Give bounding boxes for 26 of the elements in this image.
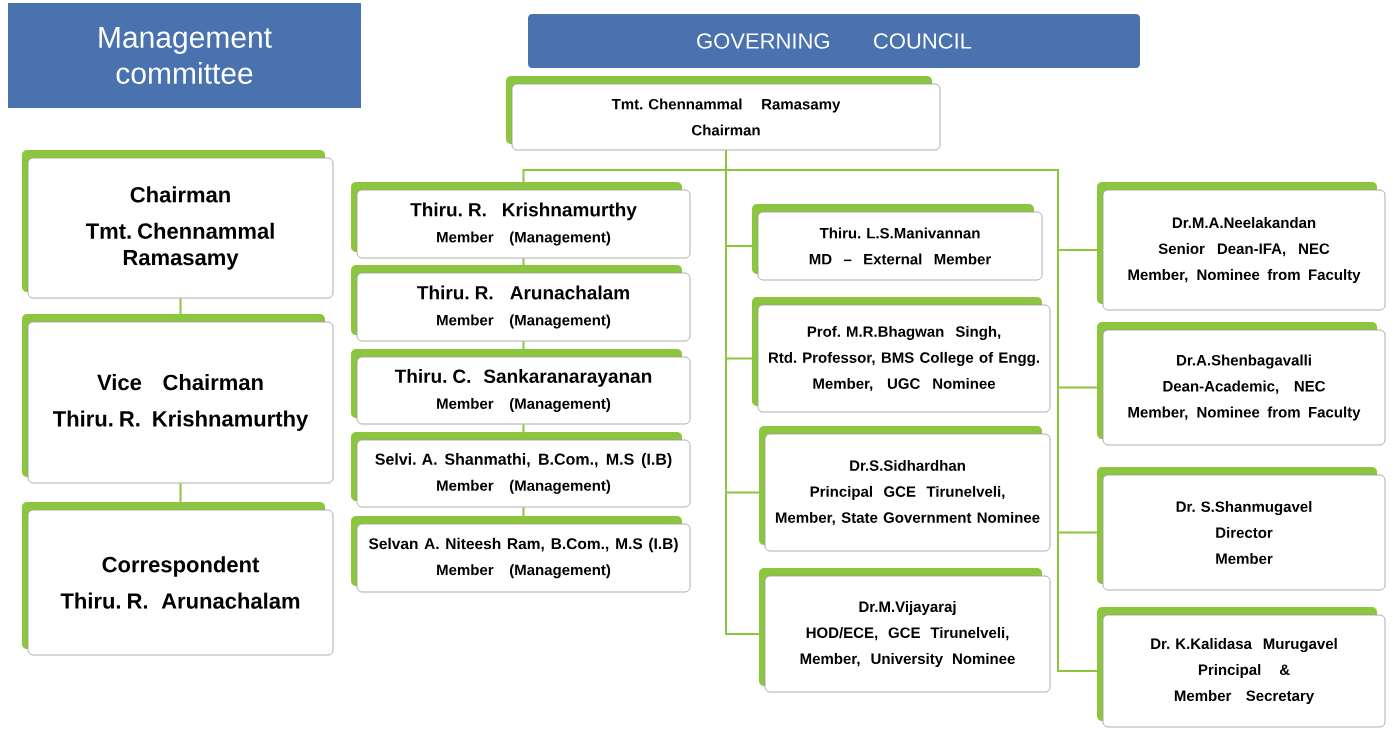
office-box: Chairman Tmt. Chennammal Ramasamy — [22, 150, 334, 299]
member-box: Dr.M.Vijayaraj HOD/ECE, GCE Tirunelveli, Member, University Nominee — [759, 568, 1051, 693]
heading-band: Management committee — [8, 3, 361, 108]
member-box: Thiru. R. Arunachalam Member (Management) — [351, 265, 691, 342]
connector-line — [179, 297, 182, 323]
heading-band: GOVERNING COUNCIL — [528, 14, 1140, 68]
office-box: Vice Chairman Thiru. R. Krishnamurthy — [22, 314, 334, 484]
member-box: Dr.A.Shenbagavalli Dean-Academic, NEC Member, Nominee from Faculty — [1097, 322, 1386, 446]
connector-line — [522, 340, 525, 358]
connector-line — [522, 506, 525, 525]
member-box: Dr.M.A.Neelakandan Senior Dean-IFA, NEC Member, Nominee from Faculty — [1097, 182, 1386, 311]
member-box: Thiru. R. Krishnamurthy Member (Management) — [351, 182, 691, 259]
connector-line — [522, 257, 525, 274]
member-box: Selvan A. Niteesh Ram, B.Com., M.S (I.B) Member (Management) — [351, 516, 691, 593]
member-box: Tmt. Chennammal Ramasamy Chairman — [506, 76, 941, 151]
connector-line — [179, 482, 182, 511]
connector-line — [725, 149, 1104, 672]
member-box: Selvi. A. Shanmathi, B.Com., M.S (I.B) Member (Management) — [351, 432, 691, 508]
member-box: Dr. K.Kalidasa Murugavel Principal & Member Secretary — [1097, 607, 1386, 728]
member-box: Dr. S.Shanmugavel Director Member — [1097, 467, 1386, 591]
office-box: Correspondent Thiru. R. Arunachalam — [22, 502, 334, 656]
member-box: Dr.S.Sidhardhan Principal GCE Tirunelveli, Member, State Government Nominee — [759, 426, 1051, 552]
member-box: Prof. M.R.Bhagwan Singh, Rtd. Professor, BMS College of Engg. Member, UGC Nominee — [752, 297, 1051, 413]
member-box: Thiru. C. Sankaranarayanan Member (Management) — [351, 349, 691, 425]
connector-line — [522, 423, 525, 441]
member-box: Thiru. L.S.Manivannan MD – External Member — [752, 204, 1043, 281]
